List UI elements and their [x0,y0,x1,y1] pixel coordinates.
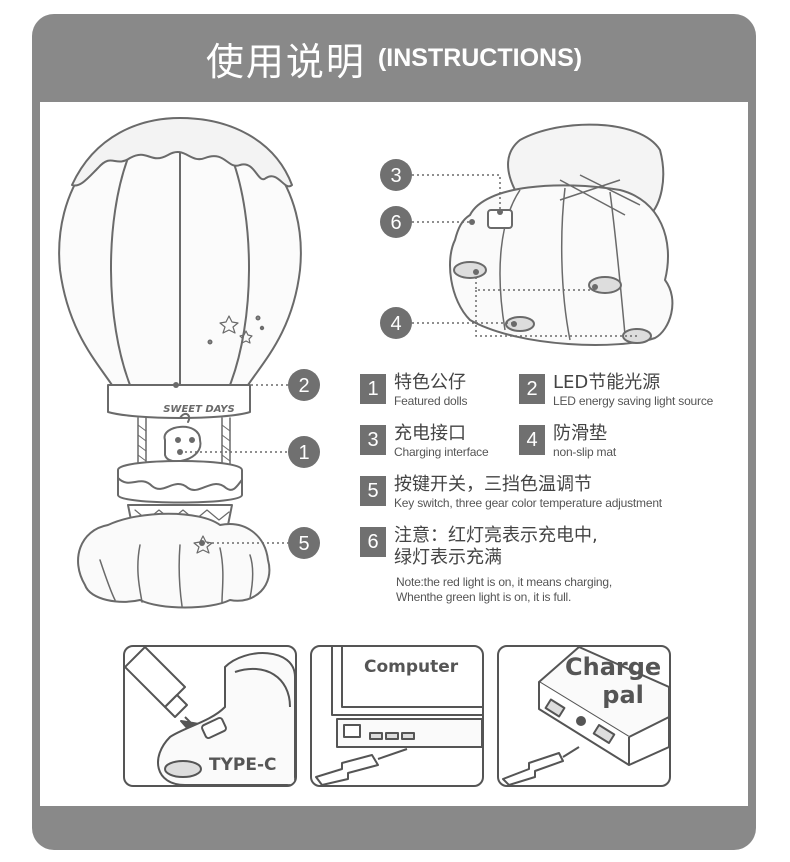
feature-badge: 3 [360,425,386,455]
power-bank-illustration [502,647,669,785]
callout-2: 2 [288,369,320,401]
svg-text:1: 1 [298,442,309,464]
charge-pal-line1: Charge [565,653,662,681]
title-english: (INSTRUCTIONS) [377,43,583,72]
feature-cn: 充电接口 [394,423,466,444]
feature-2: 2 LED节能光源 LED energy saving light source [519,372,713,409]
lamp-sign: SWEET DAYS [163,404,235,415]
feature-en: Key switch, three gear color temperature… [394,496,662,510]
feature-en: LED energy saving light source [553,394,714,408]
feature-4: 4 防滑垫 non-slip mat [519,423,616,460]
svg-text:3: 3 [390,165,401,187]
feature-cn: 按键开关，三挡色温调节 [394,474,592,495]
callout-1: 1 [288,436,320,468]
feature-badge: 5 [360,476,386,506]
feature-1: 1 特色公仔 Featured dolls [360,372,467,409]
panel-charge-pal: Charge pal [497,645,671,787]
computer-label: Computer [364,657,459,677]
computer-illustration [315,647,482,785]
feature-6: 6 注意：红灯亮表示充电中, 绿灯表示充满 [360,525,598,569]
feature-3: 3 充电接口 Charging interface [360,423,489,460]
feature-cn-line2: 绿灯表示充满 [394,547,502,568]
svg-text:6: 6 [390,212,401,234]
panel-type-c: TYPE-C [123,645,297,787]
feature-badge: 4 [519,425,545,455]
feature-cn: 特色公仔 [394,372,466,393]
feature-en: non-slip mat [553,445,616,459]
feature-cn-line1: 注意：红灯亮表示充电中, [394,525,598,546]
feature-badge: 2 [519,374,545,404]
feature-en: Charging interface [394,445,489,459]
callout-6: 6 [380,206,412,238]
charging-note: Note:the red light is on, it means charg… [396,575,612,605]
feature-badge: 1 [360,374,386,404]
type-c-label: TYPE-C [209,755,277,775]
feature-en: Featured dolls [394,394,468,408]
type-c-illustration [125,647,295,785]
page-title: 使用说明 (INSTRUCTIONS) [32,14,756,102]
callout-4: 4 [380,307,412,339]
note-line2: Whenthe green light is on, it is full. [396,590,572,604]
svg-text:4: 4 [390,313,401,335]
charge-pal-label: Charge pal [565,653,661,709]
note-line1: Note:the red light is on, it means charg… [396,575,612,589]
feature-cn: 防滑垫 [553,423,607,444]
feature-badge: 6 [360,527,386,557]
feature-cn: LED节能光源 [553,372,661,393]
svg-text:5: 5 [298,533,309,555]
charge-pal-line2: pal [602,681,644,709]
panel-computer: Computer [310,645,484,787]
title-chinese: 使用说明 [205,39,366,84]
feature-5: 5 按键开关，三挡色温调节 Key switch, three gear col… [360,474,662,511]
callout-5: 5 [288,527,320,559]
svg-text:2: 2 [298,375,309,397]
callout-3: 3 [380,159,412,191]
